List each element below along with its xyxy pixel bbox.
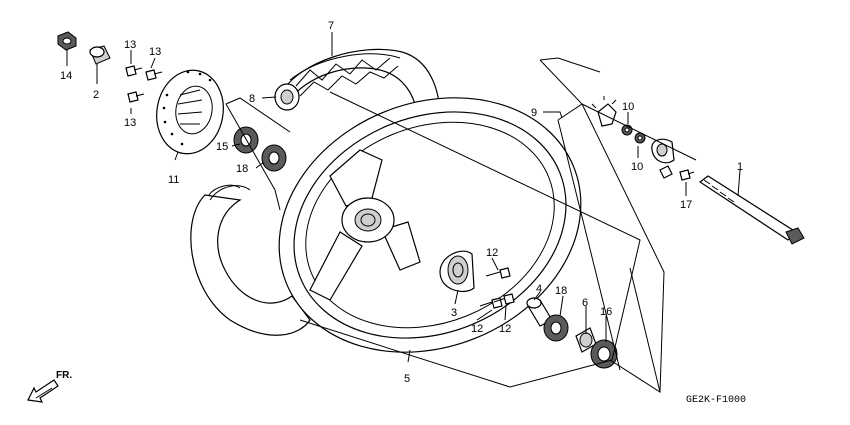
bolts-13-part — [125, 65, 163, 103]
callout-13-a: 13 — [124, 39, 136, 51]
callout-6: 6 — [582, 297, 588, 309]
callout-2: 2 — [93, 89, 99, 101]
callout-12-lower-right: 12 — [499, 323, 511, 335]
callout-11: 11 — [168, 174, 179, 186]
callout-12-lower-left: 12 — [471, 323, 483, 335]
brake-disc-part — [156, 69, 224, 155]
callout-9: 9 — [531, 107, 537, 119]
callout-10-lower: 10 — [631, 161, 643, 173]
callout-10-upper: 10 — [622, 101, 634, 113]
callout-8: 8 — [249, 93, 255, 105]
callout-1: 1 — [737, 161, 743, 173]
callout-12-upper: 12 — [486, 247, 498, 259]
assembly-lines — [225, 57, 697, 394]
leader-lines — [66, 32, 741, 363]
callout-3: 3 — [451, 307, 457, 319]
bearing-18-left-part — [261, 144, 287, 172]
nut-14-part — [57, 31, 77, 51]
callout-4: 4 — [536, 283, 542, 295]
front-direction-arrow: FR. — [27, 370, 72, 403]
callout-13-b: 13 — [149, 46, 161, 58]
screw-17-part — [679, 169, 695, 181]
dust-seal-16-part — [590, 339, 618, 369]
front-direction-label: FR. — [56, 370, 72, 381]
callout-18-right: 18 — [555, 285, 567, 297]
callout-numbers: 1 2 3 4 5 6 7 8 9 10 10 11 12 12 12 13 1… — [60, 20, 743, 385]
callout-17: 17 — [680, 199, 692, 211]
callout-5: 5 — [404, 373, 410, 385]
callout-16: 16 — [600, 306, 612, 318]
axle-1-part — [698, 175, 805, 245]
callout-14: 14 — [60, 70, 72, 82]
callout-7: 7 — [328, 20, 334, 32]
bolts-12-part — [479, 267, 515, 309]
callout-15: 15 — [216, 141, 228, 153]
tire-side-part — [190, 184, 311, 336]
bearing-18-right-part — [543, 314, 569, 342]
diagram-code: GE2K-F1000 — [686, 395, 746, 406]
collar-2-part — [89, 45, 111, 65]
callout-18-left: 18 — [236, 163, 248, 175]
callout-13-c: 13 — [124, 117, 136, 129]
retainer-6-part — [575, 327, 597, 353]
side-collar-3-part — [439, 250, 475, 293]
wheel-rim-part — [278, 97, 582, 353]
